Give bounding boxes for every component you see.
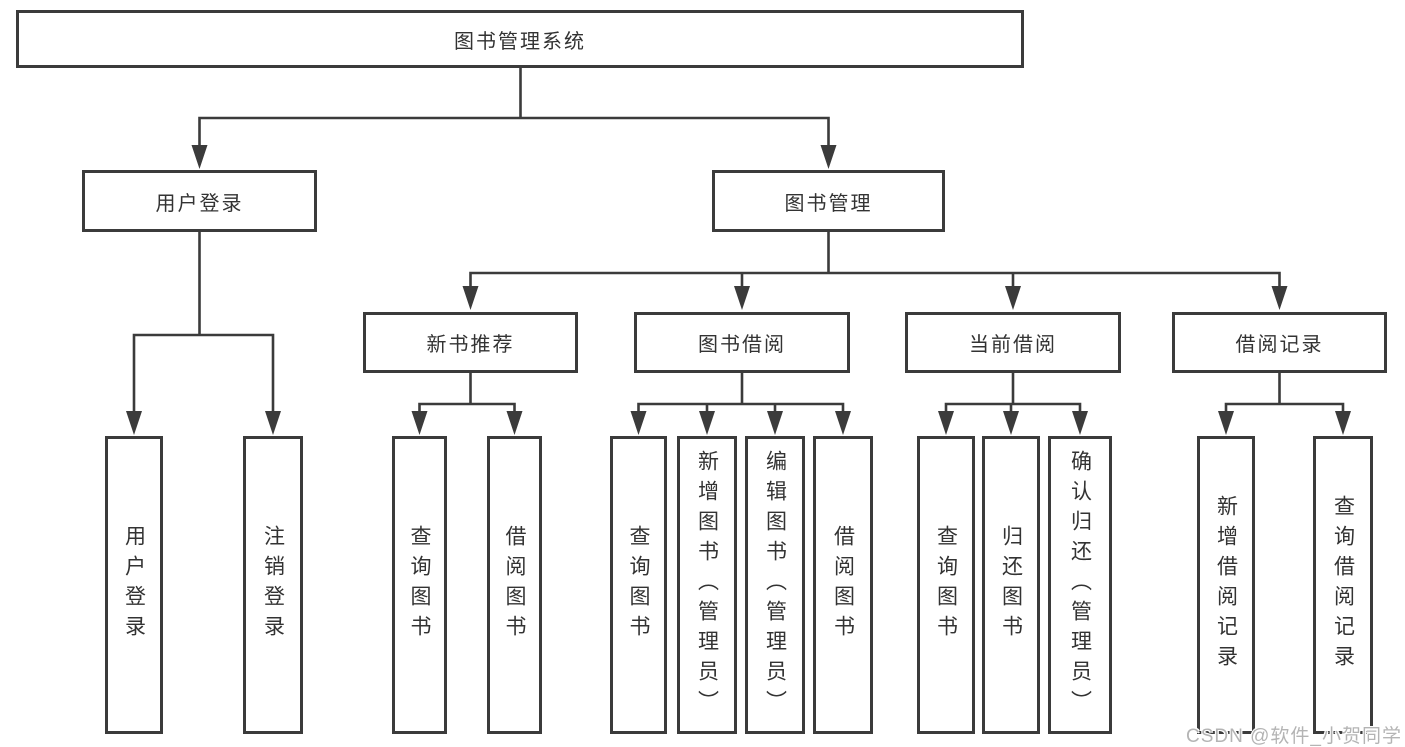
node-library-system: 图书管理系统: [16, 10, 1024, 68]
arrowhead: [1072, 411, 1088, 435]
node-label: 确认归还（管理员）: [1068, 450, 1092, 720]
node-label: 借阅记录: [1235, 334, 1324, 356]
node-label: 用户登录: [122, 525, 146, 645]
arrowhead: [630, 411, 647, 435]
arrowhead: [699, 411, 715, 435]
node-label: 查询图书: [627, 525, 650, 645]
connector-new-book: [418, 373, 516, 416]
node-label: 注销登录: [261, 525, 285, 645]
node-label: 新书推荐: [426, 334, 515, 356]
node-label: 图书管理: [784, 192, 873, 215]
node-current-borrowing: 当前借阅: [905, 312, 1121, 373]
arrowhead: [411, 411, 428, 435]
arrowhead: [1271, 286, 1288, 310]
leaf-query-books-borrowing: 查询图书: [610, 436, 667, 734]
leaf-add-borrow-record: 新增借阅记录: [1197, 436, 1255, 734]
leaf-query-books-recommend: 查询图书: [392, 436, 447, 734]
arrowhead: [1218, 411, 1234, 435]
arrowhead: [835, 411, 851, 435]
arrowhead: [938, 411, 954, 435]
connector-book-management: [469, 232, 1281, 292]
arrowhead: [1335, 411, 1351, 435]
arrowhead: [820, 145, 837, 169]
arrowhead: [1003, 411, 1019, 435]
connector-user-login: [132, 232, 275, 414]
node-label: 新增借阅记录: [1214, 495, 1238, 675]
arrowhead: [734, 286, 750, 310]
node-label: 借阅图书: [831, 525, 855, 645]
leaf-edit-books-admin: 编辑图书（管理员）: [745, 436, 805, 734]
csdn-watermark: CSDN @软件_小贺同学: [1186, 726, 1402, 747]
node-label: 当前借阅: [969, 334, 1057, 356]
arrowheads: [126, 145, 1351, 435]
arrowhead: [1005, 286, 1021, 310]
leaf-add-books-admin: 新增图书（管理员）: [677, 436, 737, 734]
leaf-borrow-books-recommend: 借阅图书: [487, 436, 542, 734]
leaf-logout: 注销登录: [243, 436, 303, 734]
node-borrowing-records: 借阅记录: [1172, 312, 1387, 373]
node-label: 借阅图书: [503, 525, 526, 645]
node-label: 查询图书: [408, 525, 431, 645]
node-label: 查询借阅记录: [1331, 495, 1355, 675]
node-label: 新增图书（管理员）: [695, 450, 719, 720]
node-book-borrowing: 图书借阅: [634, 312, 850, 373]
connector-borrow-records: [1224, 373, 1345, 416]
node-label: 归还图书: [999, 525, 1023, 645]
node-book-management-branch: 图书管理: [712, 170, 945, 232]
leaf-query-books-current: 查询图书: [917, 436, 975, 734]
arrowhead: [462, 286, 479, 310]
leaf-borrow-books-borrowing: 借阅图书: [813, 436, 873, 734]
leaf-return-books: 归还图书: [982, 436, 1040, 734]
node-label: 用户登录: [155, 192, 244, 215]
leaf-query-borrow-record: 查询借阅记录: [1313, 436, 1373, 734]
node-label: 编辑图书（管理员）: [763, 450, 787, 720]
arrowhead: [191, 145, 208, 169]
node-label: 查询图书: [934, 525, 958, 645]
node-new-book-recommendation: 新书推荐: [363, 312, 578, 373]
connector-current-borrowing: [944, 373, 1082, 416]
arrowhead: [265, 411, 281, 435]
connector-root: [198, 68, 830, 151]
connector-book-borrowing: [637, 373, 845, 416]
leaf-user-login: 用户登录: [105, 436, 163, 734]
arrowhead: [767, 411, 783, 435]
node-user-login-branch: 用户登录: [82, 170, 317, 232]
leaf-confirm-return-admin: 确认归还（管理员）: [1048, 436, 1112, 734]
arrowhead: [506, 411, 523, 435]
arrowhead: [126, 411, 142, 435]
node-label: 图书借阅: [698, 334, 786, 356]
node-label: 图书管理系统: [454, 30, 586, 53]
